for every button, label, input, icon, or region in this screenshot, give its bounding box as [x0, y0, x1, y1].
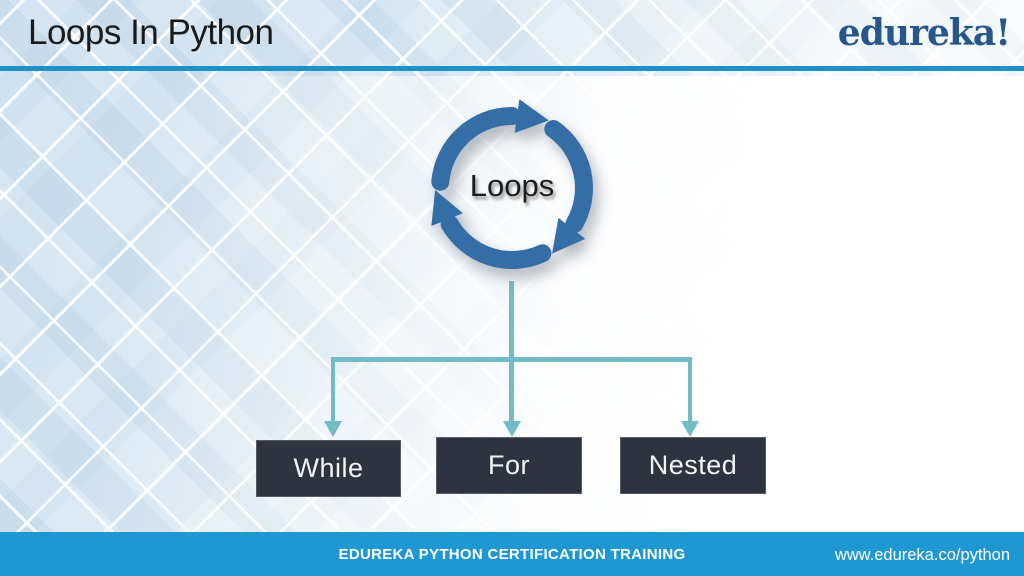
footer-bar: EDUREKA PYTHON CERTIFICATION TRAINING ww… — [0, 532, 1024, 576]
arrow-down-icon — [324, 421, 342, 437]
connector-stem — [509, 281, 514, 427]
footer-url: www.edureka.co/python — [834, 546, 1010, 564]
header-fade — [0, 0, 1024, 76]
edureka-logo: edureka! — [837, 12, 1011, 54]
footer-course-title: EDUREKA PYTHON CERTIFICATION TRAINING — [338, 546, 686, 563]
box-while: While — [256, 440, 401, 497]
page-title: Loops In Python — [28, 13, 274, 52]
title-underline — [0, 66, 1024, 71]
connector-right-drop — [688, 357, 692, 423]
arrow-down-icon — [503, 421, 521, 437]
arrow-down-icon — [681, 421, 699, 437]
box-for: For — [436, 437, 582, 494]
box-nested: Nested — [620, 437, 766, 494]
connector-horizontal-bar — [331, 357, 692, 362]
connector-left-drop — [331, 357, 335, 423]
loops-label: Loops — [469, 168, 555, 203]
